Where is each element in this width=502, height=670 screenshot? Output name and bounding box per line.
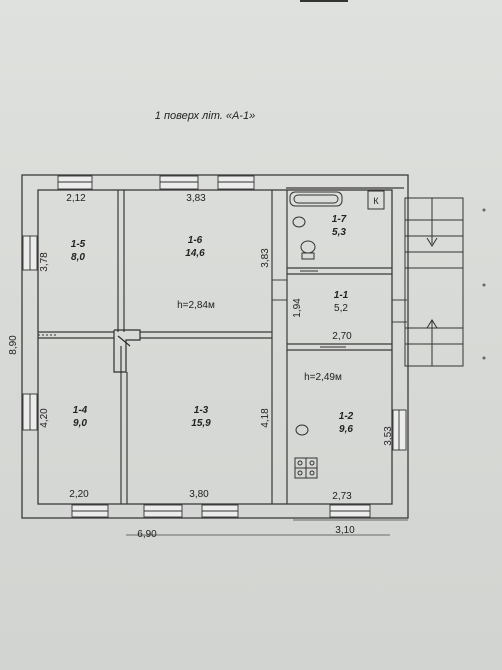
dim-1-2-length: 3,53 <box>383 426 394 446</box>
dim-1-5-length: 3,78 <box>39 252 50 272</box>
dim-1-4-width: 2,20 <box>69 489 89 500</box>
room-1-4-id: 1-4 <box>73 405 88 416</box>
dim-1-6-length: 3,83 <box>260 248 271 268</box>
ceiling-height-annex: h=2,49м <box>304 372 342 383</box>
room-1-6-id: 1-6 <box>188 235 203 246</box>
outer-walls <box>21 174 409 519</box>
dim-1-4-length: 4,20 <box>39 408 50 428</box>
margin-marks <box>482 208 486 360</box>
dim-1-2-width: 2,73 <box>332 491 352 502</box>
windows <box>22 175 407 518</box>
top-edge-mark <box>300 0 348 2</box>
toilet <box>300 240 316 260</box>
interior-walls <box>38 187 404 504</box>
room-1-1-area: 5,2 <box>334 303 348 314</box>
kitchen-sink <box>295 424 309 436</box>
room-1-3-id: 1-3 <box>194 405 209 416</box>
room-1-4-area: 9,0 <box>73 418 87 429</box>
dim-1-1-length: 1,94 <box>292 298 303 318</box>
room-1-3-area: 15,9 <box>191 418 211 429</box>
bathtub <box>289 191 343 207</box>
gas-stove <box>294 457 318 479</box>
dimension-lines <box>126 519 408 536</box>
floor-plan-title: 1 поверх літ. «А-1» <box>154 110 256 122</box>
dim-1-1-width: 2,70 <box>332 331 352 342</box>
entrance-steps <box>404 197 464 367</box>
dim-1-5-width: 2,12 <box>66 193 86 204</box>
boiler-box <box>367 190 385 210</box>
room-1-7-id: 1-7 <box>332 214 347 225</box>
dim-annex-width: 3,10 <box>335 525 355 536</box>
room-1-1-id: 1-1 <box>334 290 349 301</box>
sink <box>292 216 306 228</box>
room-1-7-area: 5,3 <box>332 227 346 238</box>
dim-overall-width: 6,90 <box>137 529 157 540</box>
dim-1-6-width: 3,83 <box>186 193 206 204</box>
dim-overall-depth: 8,90 <box>8 335 19 355</box>
ceiling-height-main: h=2,84м <box>177 300 215 311</box>
dim-1-3-length: 4,18 <box>260 408 271 428</box>
dim-1-3-width: 3,80 <box>189 489 209 500</box>
dimension-labels: 2,12 3,83 3,78 3,83 1,94 2,70 4,20 4,18 … <box>8 193 394 540</box>
room-1-5-area: 8,0 <box>71 252 85 263</box>
boiler-label: К <box>373 196 379 206</box>
room-1-5-id: 1-5 <box>71 239 86 250</box>
room-1-2-area: 9,6 <box>339 424 353 435</box>
room-1-6-area: 14,6 <box>185 248 205 259</box>
stove <box>113 329 141 373</box>
room-labels: 1-5 8,0 1-6 14,6 1-7 5,3 1-1 5,2 1-4 9,0… <box>71 214 354 435</box>
room-1-2-id: 1-2 <box>339 411 354 422</box>
